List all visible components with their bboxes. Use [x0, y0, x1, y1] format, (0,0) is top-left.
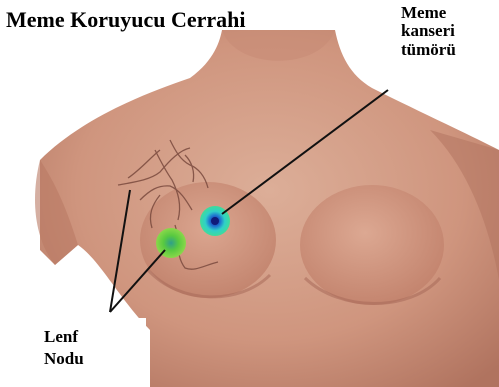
- tumor-label-line-1: Meme: [401, 4, 456, 22]
- tumor-label: Meme kanseri tümörü: [401, 4, 456, 59]
- lymph-node-label-line-1: Lenf: [44, 326, 84, 348]
- tumor-label-line-2: kanseri: [401, 22, 456, 40]
- lymph-node-marker: [156, 228, 186, 258]
- diagram-title: Meme Koruyucu Cerrahi: [6, 8, 246, 32]
- lymph-node-label-line-2: Nodu: [44, 348, 84, 370]
- tumor-label-line-3: tümörü: [401, 41, 456, 59]
- right-breast: [300, 185, 444, 305]
- lymph-node-label: Lenf Nodu: [44, 326, 84, 370]
